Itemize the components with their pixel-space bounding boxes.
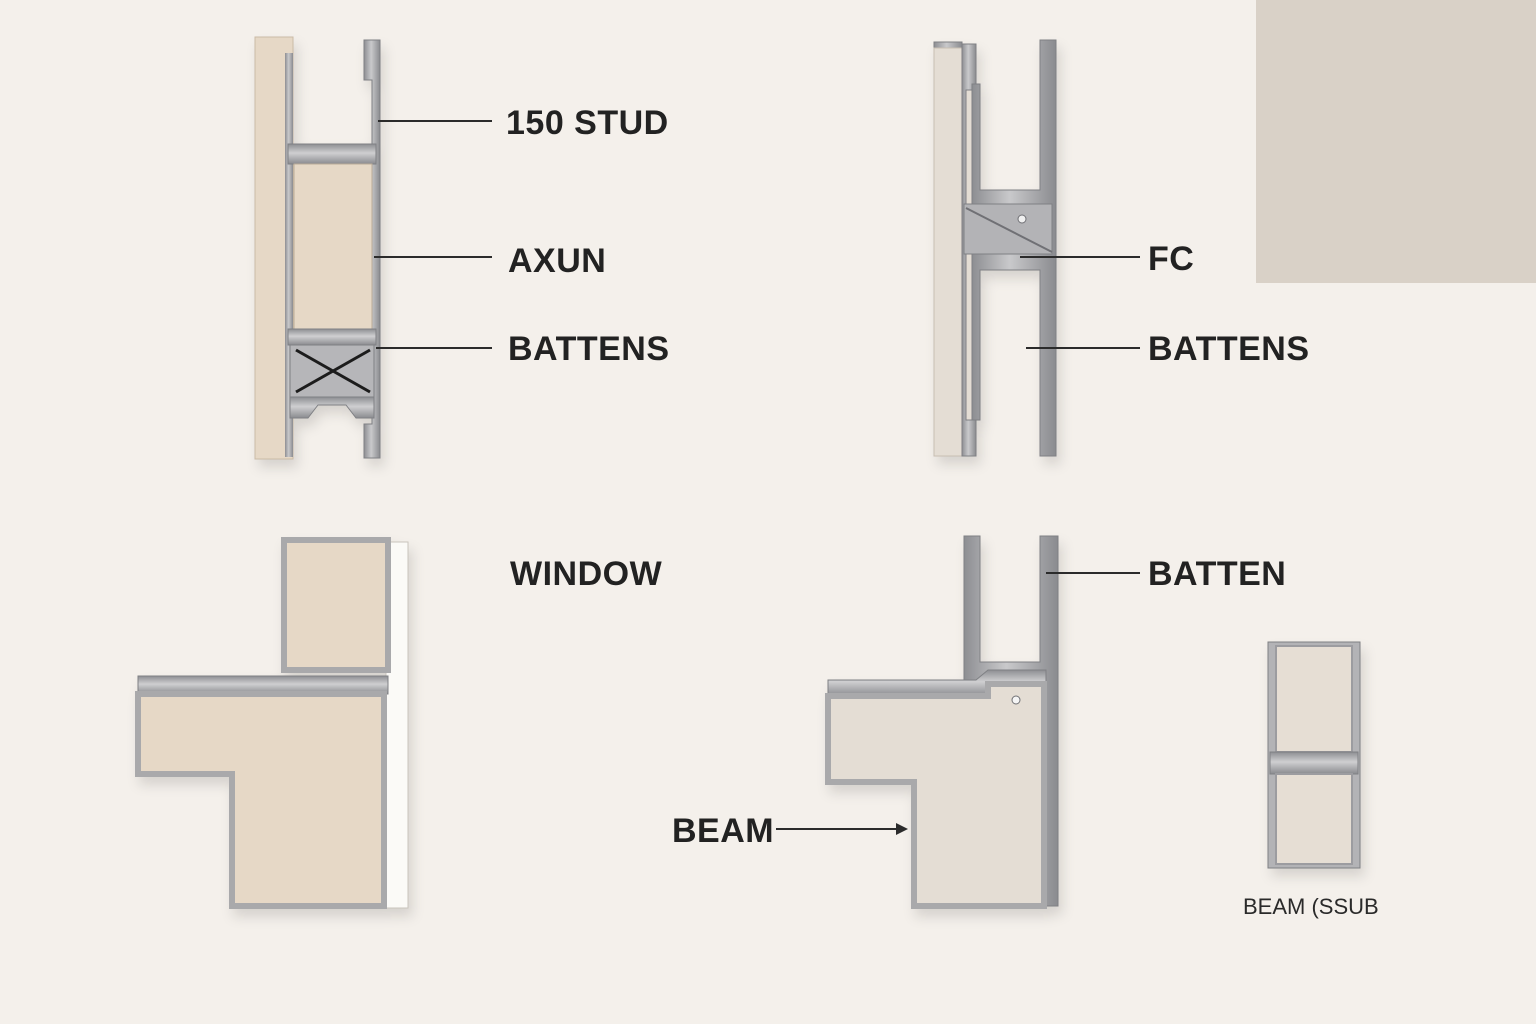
beam-sub-detail bbox=[1267, 641, 1361, 869]
material-swatch bbox=[1256, 0, 1536, 283]
beam-bolt bbox=[1011, 695, 1021, 705]
beam-sub-upper-board bbox=[1275, 645, 1353, 753]
insulation-block bbox=[293, 163, 373, 330]
stud-mid-plate bbox=[287, 328, 377, 346]
label-window: WINDOW bbox=[510, 555, 663, 593]
label-axun: AXUN bbox=[508, 242, 607, 280]
stud-top-plate bbox=[287, 143, 377, 165]
fc-diagonal bbox=[965, 207, 1053, 253]
window-l-board bbox=[135, 691, 387, 909]
beam-detail bbox=[825, 535, 1059, 909]
stud-flange-left bbox=[285, 53, 293, 457]
beam-sub-lower-board bbox=[1275, 773, 1353, 865]
stud-bottom-plate bbox=[289, 396, 375, 419]
fc-bolt bbox=[1017, 214, 1027, 224]
window-upper-board bbox=[281, 537, 391, 673]
window-detail bbox=[135, 537, 409, 909]
fc-detail bbox=[933, 39, 1057, 457]
beam-sub-mid-plate bbox=[1269, 751, 1359, 775]
beam-board bbox=[825, 681, 1047, 909]
label-batten: BATTEN bbox=[1148, 555, 1287, 593]
label-beam-sub: BEAM (SSUB bbox=[1243, 894, 1379, 919]
stud-detail bbox=[254, 36, 381, 460]
label-150-stud: 150 STUD bbox=[506, 104, 669, 142]
label-battens-left: BATTENS bbox=[508, 330, 670, 368]
leader-beam-arrowhead bbox=[896, 823, 908, 835]
label-beam: BEAM bbox=[672, 812, 775, 850]
fc-inner-flange bbox=[961, 43, 977, 457]
batten-cross-b bbox=[295, 348, 371, 394]
label-fc: FC bbox=[1148, 240, 1195, 278]
label-battens-right: BATTENS bbox=[1148, 330, 1310, 368]
